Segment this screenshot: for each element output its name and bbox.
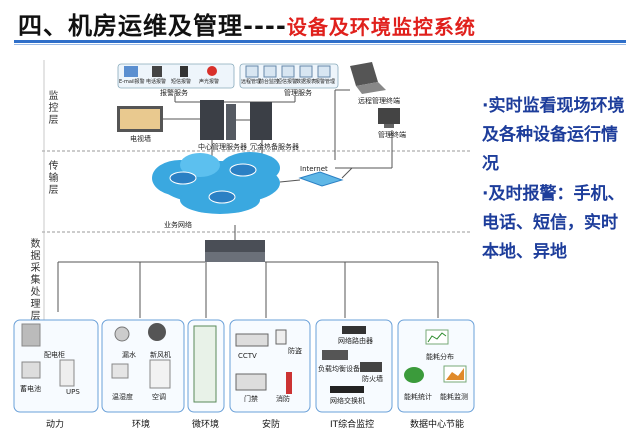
layer-label-transmit: 传输层	[46, 160, 57, 196]
air-conditioner-icon	[149, 359, 171, 389]
energy-distribution-icon	[425, 329, 449, 345]
category-energy: 数据中心节能	[410, 420, 465, 430]
title-bar: 四、机房运维及管理----设备及环境监控系统	[0, 0, 640, 45]
env-item-leak: 漏水	[122, 351, 136, 359]
mgmt-front-label: 前台监控	[259, 79, 280, 85]
router-icon	[208, 190, 236, 204]
it-item-switch: 网络交换机	[330, 397, 365, 405]
alarm-mgmt-icon	[317, 65, 331, 78]
cctv-icon	[235, 333, 269, 347]
mgmt-services-label: 管理服务	[284, 89, 312, 97]
anti-theft-icon	[275, 329, 287, 345]
network-router-icon	[342, 326, 366, 334]
page-title: 四、机房运维及管理----设备及环境监控系统	[18, 6, 476, 41]
tv-wall-label: 电视墙	[130, 135, 151, 143]
energy-statistics-icon	[404, 367, 424, 383]
firewall-icon	[360, 362, 382, 372]
box-energy	[397, 319, 475, 413]
distribution-cabinet-icon	[21, 323, 41, 347]
remote-terminal-label: 远程管理终端	[358, 97, 400, 105]
alarm-services-label: 报警服务	[160, 89, 188, 97]
collector-rack-bottom	[205, 252, 265, 262]
title-sub-text: 设备及环境监控系统	[286, 15, 476, 39]
fire-extinguisher-icon	[286, 372, 292, 394]
ups-icon	[59, 359, 75, 387]
it-item-router: 网络路由器	[338, 337, 373, 345]
category-power: 动力	[46, 420, 65, 430]
alarm-sound-light-label: 声光报警	[199, 79, 220, 85]
temp-humidity-icon	[111, 363, 129, 379]
alarm-email-label: E-mail报警	[119, 79, 145, 85]
sec-item-cctv: CCTV	[238, 352, 257, 360]
energy-item-statistics: 能耗统计	[404, 393, 432, 401]
router-icon	[229, 163, 257, 177]
category-security: 安防	[262, 420, 281, 430]
sms-icon	[180, 66, 188, 77]
email-icon	[124, 66, 138, 77]
collector-rack-top	[205, 240, 265, 252]
business-network-label: 业务网络	[164, 221, 192, 229]
sec-item-antitheft: 防盗	[288, 347, 302, 355]
mgmt-terminal-icon	[378, 108, 400, 124]
laptop-screen	[350, 62, 378, 86]
alarm-sms-label: 短信报警	[171, 79, 192, 85]
fresh-air-icon	[148, 323, 166, 341]
env-item-temp: 温湿度	[112, 393, 133, 401]
micro-env-rack-icon	[193, 325, 217, 403]
mgmt-sms-label: 短信报警	[277, 79, 298, 85]
network-cloud	[152, 152, 280, 214]
central-server-icon	[200, 100, 224, 140]
category-it-monitor: IT综合监控	[330, 420, 375, 430]
internet-label: Internet	[300, 165, 328, 173]
siren-icon	[207, 66, 217, 76]
box-environment	[101, 319, 185, 413]
router-icon	[169, 171, 197, 185]
it-item-lb: 负载均衡设备	[318, 365, 360, 373]
layer-label-monitor: 监控层	[46, 90, 57, 126]
front-monitor-icon	[263, 65, 277, 78]
layer-label-collect: 数据采集处理层	[28, 238, 39, 322]
water-leak-icon	[114, 326, 130, 342]
mgmt-terminal-label: 管理终端	[378, 131, 406, 139]
env-item-ac: 空调	[152, 393, 166, 401]
mgmt-report-label: 数据报表	[296, 79, 317, 85]
energy-item-distribution: 能耗分布	[426, 353, 454, 361]
phone-icon	[152, 66, 162, 77]
category-micro-env: 微环境	[192, 420, 220, 430]
internet-router-icon	[298, 171, 344, 187]
title-main-text: 四、机房运维及管理----	[18, 12, 287, 40]
backup-server-label: 冗余热备服务器	[250, 143, 299, 151]
category-environment: 环境	[132, 420, 151, 430]
central-server-label: 中心管理服务器	[198, 143, 247, 151]
backup-server-icon	[250, 102, 272, 140]
env-item-fresh-air: 新风机	[150, 351, 171, 359]
remote-mgmt-icon	[245, 65, 259, 78]
sec-item-access: 门禁	[244, 395, 258, 403]
title-underline-thin	[14, 44, 626, 45]
bullet-alarm: ·及时报警：手机、电话、短信，实时本地、异地	[482, 184, 625, 262]
battery-icon	[21, 361, 41, 379]
power-item-ups: UPS	[66, 388, 80, 396]
bullet-realtime: ·实时监看现场环境及各种设备运行情况	[482, 96, 625, 174]
network-switch-icon	[330, 386, 364, 393]
mgmt-alarm-label: 报警管理	[315, 79, 336, 85]
mgmt-remote-label: 远程管理	[241, 79, 262, 85]
alarm-phone-label: 电话报警	[146, 79, 167, 85]
sec-item-fire: 消防	[276, 395, 290, 403]
load-balancer-icon	[322, 350, 348, 360]
alarm-services-panel	[117, 63, 235, 89]
power-item-cabinet: 配电柜	[44, 351, 65, 359]
sms-alarm-icon	[281, 65, 295, 78]
title-underline	[14, 40, 626, 43]
it-item-firewall: 防火墙	[362, 375, 383, 383]
access-control-icon	[235, 373, 267, 391]
report-icon	[299, 65, 313, 78]
power-item-battery: 蓄电池	[20, 385, 41, 393]
tv-wall-screen	[120, 109, 160, 129]
energy-item-monitoring: 能耗监测	[440, 393, 468, 401]
